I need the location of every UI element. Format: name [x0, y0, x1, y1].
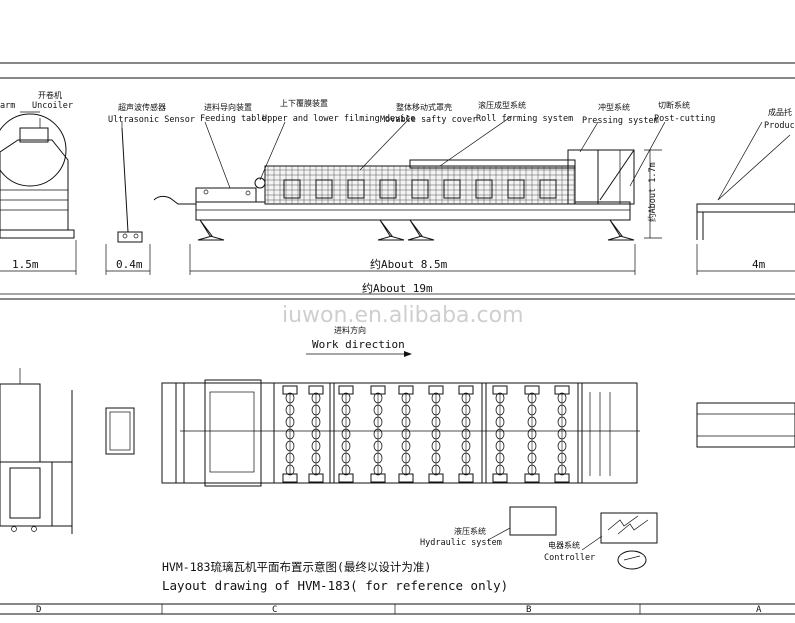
dimension-sensor: 0.4m — [116, 258, 143, 271]
roll-forming-line-plan — [161, 379, 640, 487]
film-label-cn: 上下覆膜装置 — [280, 98, 328, 108]
roller-stands — [282, 385, 570, 483]
elevation-dimensions — [0, 240, 795, 295]
hydraulic-system — [487, 506, 557, 541]
uncoiler-label: Uncoiler — [32, 101, 73, 111]
direction-label-cn: 进料方向 — [334, 325, 366, 335]
controller-label: Controller — [544, 553, 595, 563]
roller-stand — [338, 385, 354, 483]
caption-en: Layout drawing of HVM-183( for reference… — [162, 578, 508, 593]
border-mark-b: B — [526, 605, 531, 615]
roller-stand — [524, 385, 540, 483]
cut-label-cn: 切断系统 — [658, 100, 690, 110]
border-mark-d: D — [36, 605, 41, 615]
cut-label: Post-cutting — [654, 114, 715, 124]
ultrasonic-sensor-elevation — [117, 127, 143, 243]
roller-stand — [554, 385, 570, 483]
roll-label-cn: 滚压成型系统 — [478, 100, 526, 110]
product-table-plan — [696, 402, 795, 448]
roller-stand — [492, 385, 508, 483]
dimension-product: 4m — [752, 258, 766, 271]
arm-label: arm — [0, 101, 15, 111]
sensor-label: Ultrasonic Sensor — [108, 115, 195, 125]
feeding-label-cn: 进料导向装置 — [204, 102, 252, 112]
controller-label-cn: 电器系统 — [548, 540, 580, 550]
film-label: Upper and lower filming device — [262, 114, 416, 124]
cover-label-cn: 整体移动式罩壳 — [396, 102, 452, 112]
dimension-total: 约About 19m — [362, 282, 433, 295]
roll-forming-line-elevation — [153, 149, 635, 241]
height-dimension: 约About 1.7m — [644, 149, 662, 239]
feeding-label: Feeding table — [200, 114, 267, 124]
border-mark-a: A — [756, 605, 762, 615]
roll-label: Roll forming system — [476, 114, 573, 124]
roller-stand — [370, 385, 386, 483]
controller — [581, 512, 658, 570]
watermark: iuwon.en.alibaba.com — [282, 303, 524, 328]
hydraulic-label: Hydraulic system — [420, 538, 502, 548]
height-label: 约About 1.7m — [647, 162, 658, 222]
press-label: Pressing system — [582, 116, 659, 126]
roller-stand — [458, 385, 474, 483]
direction-arrow — [306, 351, 412, 357]
hydraulic-label-cn: 液压系统 — [454, 526, 486, 536]
uncoiler-label-cn: 开卷机 — [38, 90, 62, 100]
sensor-label-cn: 超声波传感器 — [118, 102, 166, 112]
cover-label: Movable safty cover — [380, 115, 477, 125]
cover-mesh-lines — [265, 166, 575, 204]
uncoiler-plan — [0, 368, 73, 534]
product-label-cn: 成品托 — [768, 107, 792, 117]
frame-lines — [0, 62, 795, 615]
sensor-plan — [105, 407, 135, 455]
caption-cn: HVM-183琉璃瓦机平面布置示意图(最终以设计为准) — [162, 560, 431, 574]
roller-stand — [282, 385, 298, 483]
leader-lines — [20, 111, 763, 201]
dimension-uncoiler: 1.5m — [12, 258, 39, 271]
direction-label: Work direction — [312, 338, 405, 351]
border-mark-c: C — [272, 605, 277, 615]
dimension-main: 约About 8.5m — [370, 258, 448, 271]
uncoiler-elevation — [0, 113, 75, 239]
product-label: Product — [764, 121, 795, 131]
press-label-cn: 冲型系统 — [598, 102, 630, 112]
roller-stand — [308, 385, 324, 483]
roller-stand — [428, 385, 444, 483]
roller-stand — [398, 385, 414, 483]
product-table-elevation — [696, 134, 795, 240]
